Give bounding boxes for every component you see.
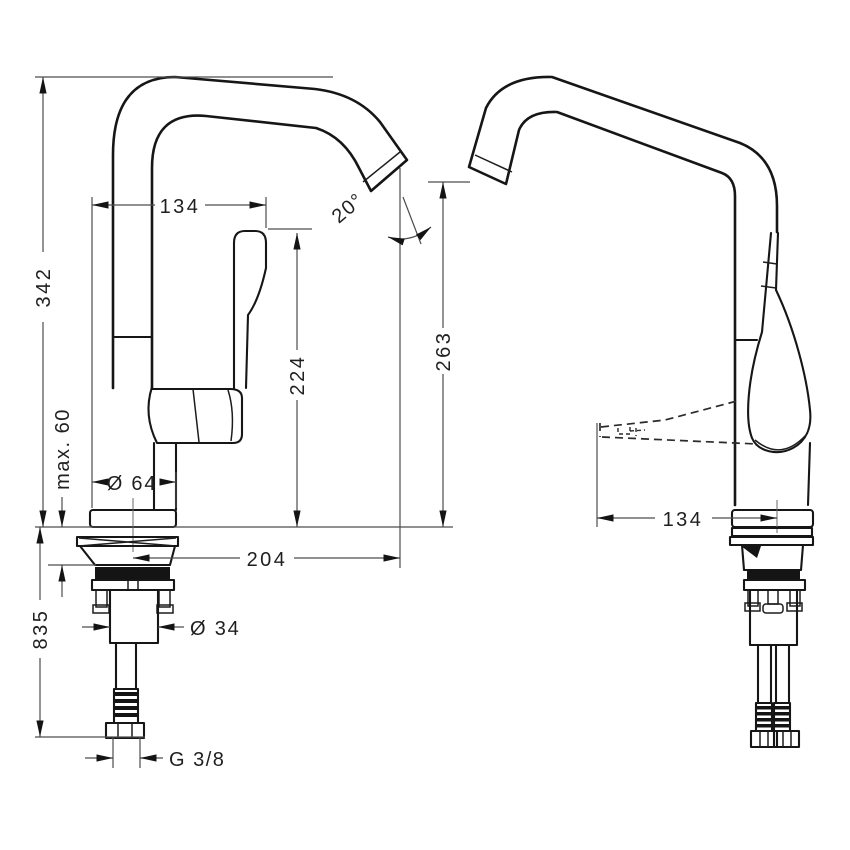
hose-nut-side	[104, 721, 146, 740]
body-edge-front	[806, 441, 812, 507]
dim-handle-height: 224	[287, 233, 309, 527]
dim-connection-thread-label: G 3/8	[169, 749, 225, 771]
supply-hoses-front	[749, 643, 801, 749]
handle-front	[747, 231, 812, 454]
dim-hose-length-label: 835	[30, 609, 52, 650]
body-seam	[192, 388, 200, 443]
dim-escutcheon-diameter-label: Ø 64	[107, 473, 158, 495]
dim-counter-thickness: max. 60	[52, 408, 74, 597]
dim-handle-height-label: 224	[287, 355, 309, 396]
dim-tip-height: 263	[433, 182, 455, 527]
dim-spout-offset: 134	[91, 196, 267, 508]
spout-outline-front	[467, 75, 779, 507]
dim-spout-reach-label: 204	[247, 549, 288, 571]
dim-tip-height-label: 263	[433, 331, 455, 372]
faucet-side-view	[75, 75, 409, 740]
mixer-body	[147, 385, 244, 445]
dim-front-projection: 134	[596, 423, 777, 531]
mounting-clamp-side	[75, 535, 180, 645]
dim-spout-offset-label: 134	[160, 196, 201, 218]
shank-front	[748, 588, 799, 647]
dim-total-height-label: 342	[33, 267, 55, 308]
handle-dashed-position	[599, 400, 758, 445]
dimensions: 342 134 224 max. 60 Ø 64	[30, 76, 777, 771]
lever-base-curve	[227, 389, 234, 442]
supply-hose-side	[104, 641, 146, 740]
dim-total-height: 342	[33, 77, 55, 527]
faucet-front-view	[467, 75, 815, 749]
dim-counter-thickness-label: max. 60	[52, 408, 74, 490]
dim-swivel-angle-label: 20°	[328, 189, 369, 228]
aerator-band-front	[474, 154, 513, 173]
mounting-clamp-front	[728, 526, 815, 647]
dim-hose-length: 835	[30, 527, 52, 737]
dim-front-projection-label: 134	[663, 509, 704, 531]
dim-shank-diameter-label: Ø 34	[190, 618, 241, 640]
shank-side	[108, 588, 160, 645]
dim-escutcheon-diameter: Ø 64	[92, 472, 177, 508]
dim-connection-thread: G 3/8	[85, 737, 225, 771]
dim-shank-diameter: Ø 34	[82, 618, 241, 640]
neck	[152, 441, 178, 512]
aerator-band-side	[362, 151, 401, 183]
spout-outline-side	[111, 75, 409, 390]
handle-lever-side	[232, 229, 268, 390]
dim-swivel-angle: 20°	[328, 189, 432, 246]
